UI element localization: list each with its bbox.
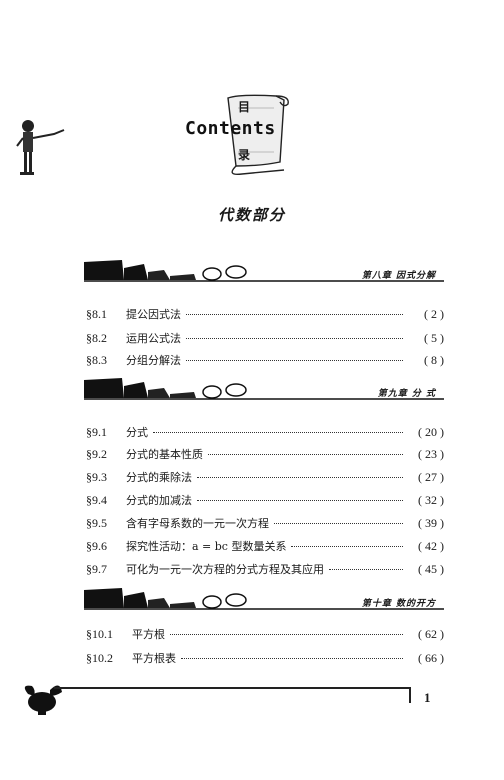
entry-title: 运用公式法 [126,332,181,345]
entry-title: 分式 [126,426,148,439]
chapter-banner: 第九章 分 式 [84,376,444,404]
leader-dots [153,432,403,433]
entry-title: 分组分解法 [126,354,181,367]
entry-number: §9.6 [86,539,107,553]
leader-dots [186,338,403,339]
entry-title: 含有字母系数的一元一次方程 [126,517,269,530]
contents-cn-bottom: 录 [238,148,251,162]
leader-dots [197,477,403,478]
leader-dots [274,523,403,524]
toc-entry[interactable]: §10.2 平方根表 ( 66 ) [86,650,444,668]
toc-entry[interactable]: §9.2 分式的基本性质 ( 23 ) [86,446,444,464]
reading-man-illustration [16,120,65,175]
contents-heading: Contents [185,118,276,139]
entry-page: ( 45 ) [418,562,444,576]
toc-entry[interactable]: §10.1 平方根 ( 62 ) [86,626,444,644]
leader-dots [186,360,403,361]
entry-page: ( 23 ) [418,447,444,461]
entry-page: ( 66 ) [418,651,444,665]
entry-number: §8.1 [86,307,107,321]
entry-page: ( 42 ) [418,539,444,553]
leader-dots [170,634,403,635]
banner-decoration [84,588,444,610]
entry-number: §8.3 [86,353,107,367]
entry-number: §10.2 [86,651,113,665]
section-title: 代数部分 [217,206,286,224]
chapter-banner: 第八章 因式分解 [84,258,444,286]
toc-entry[interactable]: §9.3 分式的乘除法 ( 27 ) [86,469,444,487]
toc-entry[interactable]: §9.5 含有字母系数的一元一次方程 ( 39 ) [86,515,444,533]
entry-number: §9.3 [86,470,107,484]
entry-title: 分式的加减法 [126,494,192,507]
toc-entry[interactable]: §9.1 分式 ( 20 ) [86,424,444,442]
contents-cn-top: 目 [238,100,251,114]
entry-title: 平方根表 [132,652,176,665]
entry-title: 分式的乘除法 [126,471,192,484]
entry-page: ( 5 ) [424,331,444,345]
entry-title: 可化为一元一次方程的分式方程及其应用 [126,563,324,576]
leader-dots [186,314,403,315]
entry-page: ( 20 ) [418,425,444,439]
banner-decoration [84,260,444,282]
entry-page: ( 27 ) [418,470,444,484]
entry-number: §8.2 [86,331,107,345]
chapter-label: 第十章 数的开方 [361,599,436,609]
entry-page: ( 2 ) [424,307,444,321]
entry-number: §9.7 [86,562,107,576]
entry-page: ( 8 ) [424,353,444,367]
entry-title: 分式的基本性质 [126,448,203,461]
toc-entry[interactable]: §9.7 可化为一元一次方程的分式方程及其应用 ( 45 ) [86,561,444,579]
entry-number: §9.1 [86,425,107,439]
entry-title: 提公因式法 [126,308,181,321]
toc-entry[interactable]: §9.4 分式的加减法 ( 32 ) [86,492,444,510]
scroll-illustration [227,94,289,176]
plant-illustration [24,685,62,715]
entry-page: ( 39 ) [418,516,444,530]
page-number: 1 [424,690,431,705]
entry-number: §10.1 [86,627,113,641]
entry-title: 探究性活动：a = bc 型数量关系 [126,540,287,553]
chapter-label: 第八章 因式分解 [361,271,436,281]
toc-entry[interactable]: §9.6 探究性活动：a = bc 型数量关系 ( 42 ) [86,538,444,556]
toc-entry[interactable]: §8.2 运用公式法 ( 5 ) [86,330,444,348]
leader-dots [208,454,403,455]
entry-page: ( 32 ) [418,493,444,507]
entry-title: 平方根 [132,628,165,641]
leader-dots [291,546,403,547]
chapter-banner: 第十章 数的开方 [84,586,444,614]
leader-dots [181,658,403,659]
footer-rule [54,687,410,689]
entry-number: §9.5 [86,516,107,530]
entry-page: ( 62 ) [418,627,444,641]
chapter-label: 第九章 分 式 [377,389,436,399]
entry-number: §9.4 [86,493,107,507]
leader-dots [197,500,403,501]
toc-entry[interactable]: §8.1 提公因式法 ( 2 ) [86,306,444,324]
banner-decoration [84,378,444,400]
footer-tick [409,687,411,703]
leader-dots [329,569,403,570]
toc-entry[interactable]: §8.3 分组分解法 ( 8 ) [86,352,444,370]
entry-number: §9.2 [86,447,107,461]
